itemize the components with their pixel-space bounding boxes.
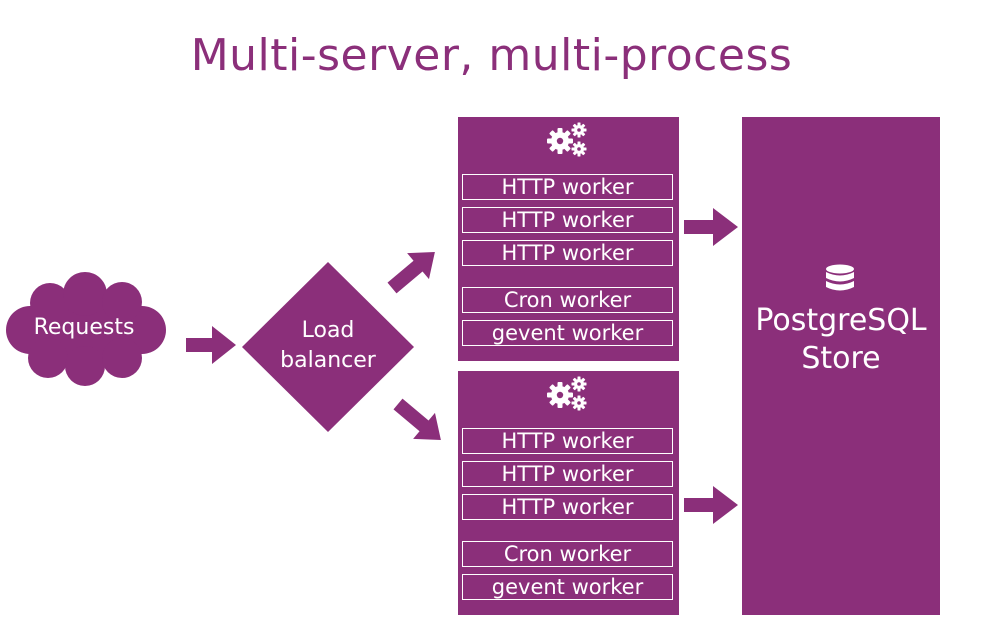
gears-icon [547, 122, 587, 157]
gevent-worker: gevent worker [462, 574, 673, 600]
store-line-2: Store [801, 341, 881, 376]
http-worker: HTTP worker [462, 494, 673, 520]
diagram-title: Multi-server, multi-process [190, 30, 793, 81]
arrow-requests-to-balancer [186, 326, 236, 364]
arrow-balancer-to-server-1 [387, 252, 435, 294]
cron-worker: Cron worker [462, 541, 673, 567]
load-balancer-line-1: Load [301, 318, 355, 343]
requests-label: Requests [33, 315, 135, 340]
http-worker: HTTP worker [462, 240, 673, 266]
http-worker: HTTP worker [462, 428, 673, 454]
arrow-server-1-to-store [684, 208, 738, 246]
gears-icon [547, 376, 587, 411]
load-balancer-label: Load balancer [248, 316, 408, 376]
cron-worker: Cron worker [462, 287, 673, 313]
http-worker: HTTP worker [462, 461, 673, 487]
load-balancer-diamond [242, 262, 414, 432]
server-2: HTTP worker HTTP worker HTTP worker Cron… [458, 371, 679, 615]
http-worker: HTTP worker [462, 207, 673, 233]
store-line-1: PostgreSQL [755, 303, 927, 338]
requests-cloud [6, 272, 166, 386]
arrow-server-2-to-store [684, 486, 738, 524]
load-balancer-line-2: balancer [280, 348, 376, 373]
server-1: HTTP worker HTTP worker HTTP worker Cron… [458, 117, 679, 361]
store-label: PostgreSQL Store [742, 302, 940, 378]
gevent-worker: gevent worker [462, 320, 673, 346]
arrow-balancer-to-server-2 [393, 398, 441, 440]
postgresql-store [742, 117, 940, 615]
http-worker: HTTP worker [462, 174, 673, 200]
database-icon [826, 264, 854, 291]
